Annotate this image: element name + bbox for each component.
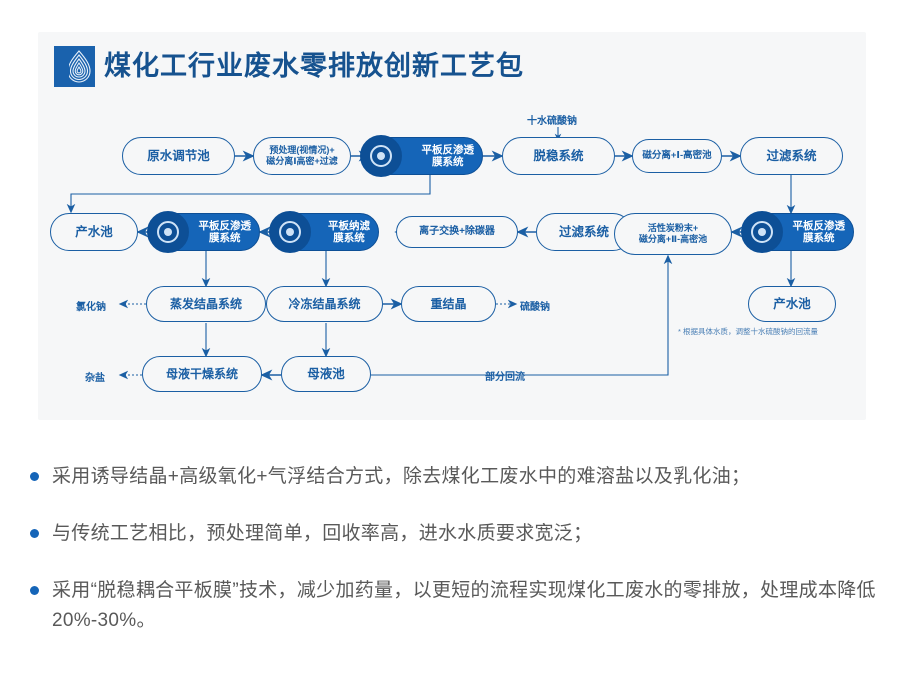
- node-product-water-pool-2[interactable]: 产水池: [748, 286, 836, 322]
- node-label: 产水池: [773, 296, 811, 311]
- node-label: 离子交换+除碳器: [419, 226, 495, 238]
- membrane-disc-icon: [360, 135, 402, 177]
- node-flat-nf[interactable]: 平板纳滤 膜系统: [269, 211, 379, 253]
- node-pretreatment[interactable]: 预处理(视情况)+ 磁分离Ⅰ高密+过滤: [253, 137, 351, 175]
- node-label: 平板反渗透 膜系统: [198, 219, 252, 244]
- node-activated-carbon[interactable]: 活性炭粉末+ 磁分离+Ⅱ-高密池: [614, 213, 732, 255]
- node-label: 原水调节池: [147, 148, 210, 163]
- label-sodium-sulfate: 硫酸钠: [520, 302, 550, 313]
- node-filtration-1[interactable]: 过滤系统: [740, 137, 843, 175]
- list-item: 采用诱导结晶+高级氧化+气浮结合方式，除去煤化工废水中的难溶盐以及乳化油；: [30, 462, 880, 493]
- bullet-text: 采用“脱稳耦合平板膜”技术，减少加药量，以更短的流程实现煤化工废水的零排放，处理…: [52, 579, 876, 632]
- flow-connectors: [66, 127, 796, 381]
- footnote-reflux-note: * 根据具体水质，调整十水硫酸钠的回流量: [678, 327, 819, 336]
- node-label: 产水池: [75, 224, 113, 239]
- bullet-dot-icon: [30, 528, 39, 538]
- node-mag-separation-1[interactable]: 磁分离+Ⅰ-高密池: [632, 139, 722, 173]
- node-freeze-crystallization[interactable]: 冷冻结晶系统: [266, 286, 383, 322]
- membrane-disc-icon: [741, 211, 783, 253]
- node-destabilization[interactable]: 脱稳系统: [502, 137, 615, 175]
- process-flow-diagram: 原水调节池 预处理(视情况)+ 磁分离Ⅰ高密+过滤 平板反渗透 膜系统 脱稳系统…: [38, 32, 866, 420]
- label-partial-reflux: 部分回流: [485, 372, 525, 383]
- node-evaporation-crystallization[interactable]: 蒸发结晶系统: [146, 286, 266, 322]
- node-label: 母液干燥系统: [165, 366, 238, 381]
- node-label: 平板反渗透 膜系统: [792, 219, 846, 244]
- node-label: 冷冻结晶系统: [288, 296, 361, 311]
- node-label: 重结晶: [430, 296, 467, 311]
- node-product-water-pool-1[interactable]: 产水池: [50, 213, 138, 251]
- node-label: 脱稳系统: [533, 148, 584, 163]
- node-flat-ro-3[interactable]: 平板反渗透 膜系统: [741, 211, 854, 253]
- list-item: 采用“脱稳耦合平板膜”技术，减少加药量，以更短的流程实现煤化工废水的零排放，处理…: [30, 576, 880, 638]
- bullet-list: 采用诱导结晶+高级氧化+气浮结合方式，除去煤化工废水中的难溶盐以及乳化油； 与传…: [30, 462, 880, 663]
- node-label: 平板反渗透 膜系统: [421, 143, 475, 168]
- bullet-dot-icon: [30, 472, 39, 481]
- node-label: 平板纳滤 膜系统: [328, 219, 370, 244]
- node-recrystallization[interactable]: 重结晶: [401, 286, 496, 322]
- node-mother-liquor-pool[interactable]: 母液池: [281, 356, 371, 392]
- water-droplet-ripple-logo: [54, 46, 95, 87]
- node-label: 活性炭粉末+ 磁分离+Ⅱ-高密池: [638, 223, 708, 244]
- node-label: 母液池: [307, 366, 345, 381]
- node-flat-ro-1[interactable]: 平板反渗透 膜系统: [360, 135, 483, 177]
- membrane-disc-icon: [147, 211, 189, 253]
- node-mother-liquor-drying[interactable]: 母液干燥系统: [142, 356, 262, 392]
- bullet-dot-icon: [30, 585, 39, 595]
- node-label: 过滤系统: [766, 148, 817, 163]
- page-title: 煤化工行业废水零排放创新工艺包: [104, 51, 524, 81]
- bullet-text: 采用诱导结晶+高级氧化+气浮结合方式，除去煤化工废水中的难溶盐以及乳化油；: [52, 466, 751, 487]
- node-label: 预处理(视情况)+ 磁分离Ⅰ高密+过滤: [266, 145, 338, 166]
- label-sodium-chloride: 氯化钠: [76, 302, 106, 313]
- node-raw-water-tank[interactable]: 原水调节池: [122, 137, 235, 175]
- membrane-disc-icon: [269, 211, 311, 253]
- node-ion-exchange[interactable]: 离子交换+除碳器: [396, 216, 518, 248]
- node-label: 过滤系统: [558, 224, 609, 239]
- list-item: 与传统工艺相比，预处理简单，回收率高，进水水质要求宽泛；: [30, 519, 880, 550]
- node-label: 蒸发结晶系统: [169, 296, 242, 311]
- bullet-text: 与传统工艺相比，预处理简单，回收率高，进水水质要求宽泛；: [52, 522, 593, 544]
- node-flat-ro-2[interactable]: 平板反渗透 膜系统: [147, 211, 260, 253]
- label-sodium-sulfate-decahydrate: 十水硫酸钠: [527, 116, 577, 127]
- label-mixed-salt: 杂盐: [85, 373, 105, 384]
- node-label: 磁分离+Ⅰ-高密池: [642, 150, 712, 162]
